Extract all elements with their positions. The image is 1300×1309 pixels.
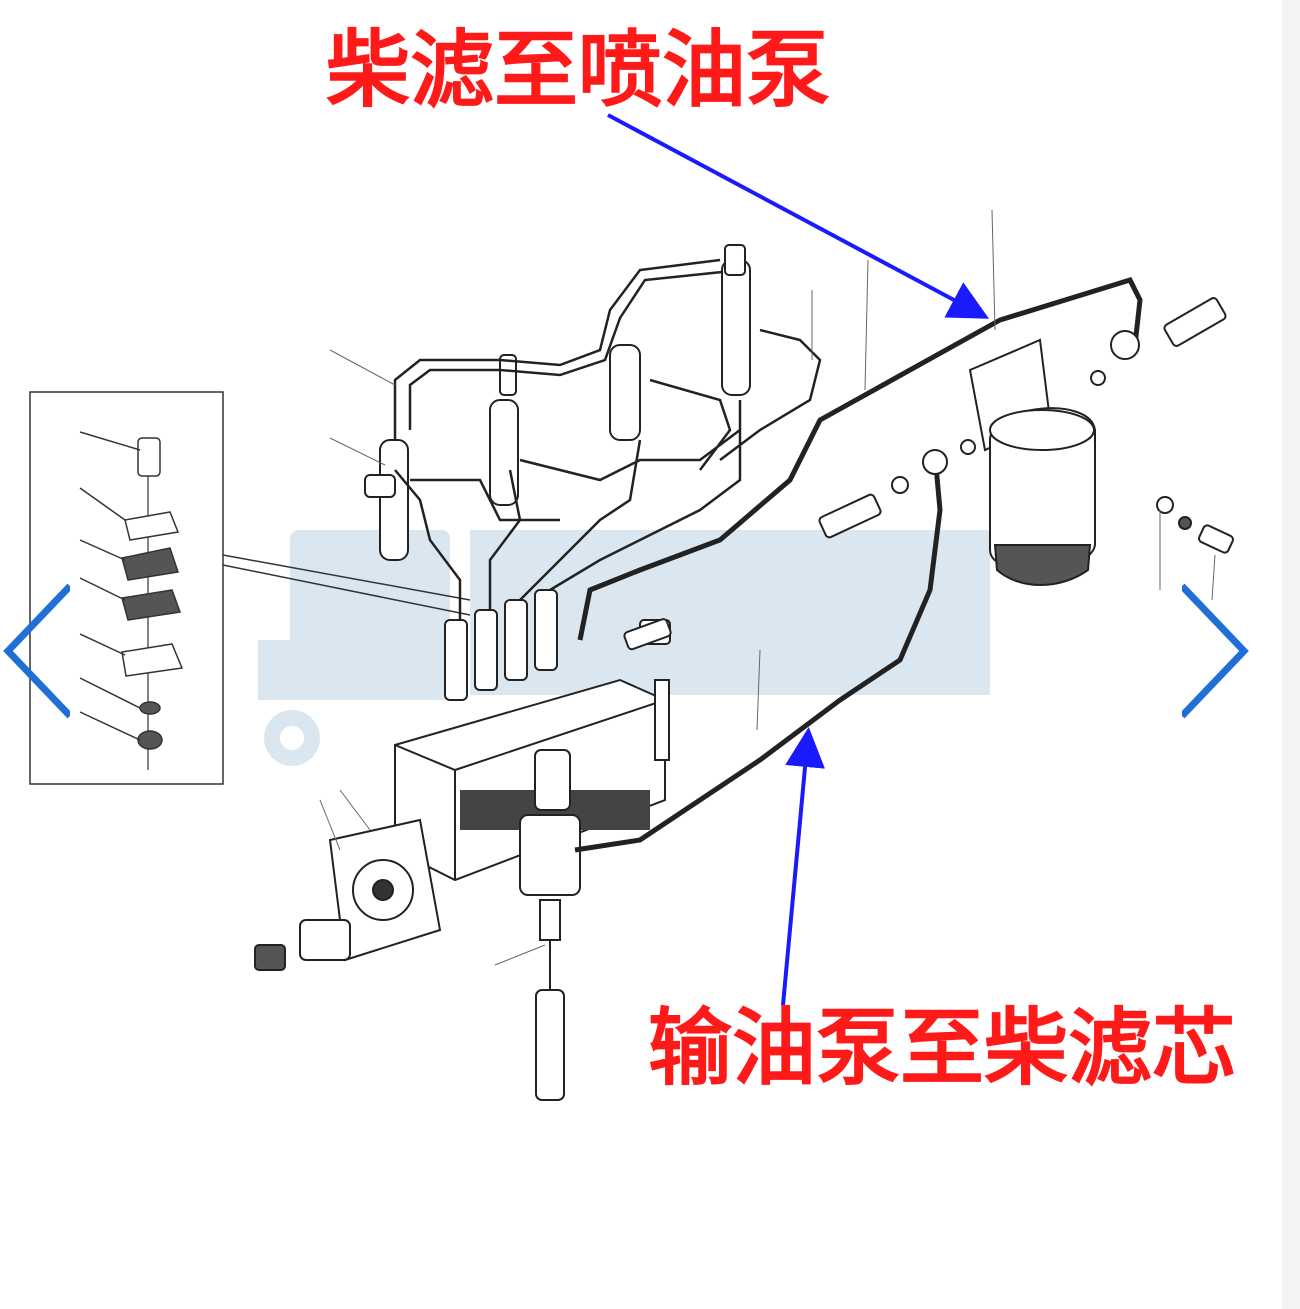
prev-image-button[interactable] [0, 576, 73, 726]
next-image-button[interactable] [1179, 576, 1252, 726]
injectors [364, 244, 751, 561]
arrow-filter-to-pump [607, 113, 990, 319]
pipe-filter-to-pump [577, 276, 1143, 641]
fuel-filter [623, 297, 1234, 651]
watermark-logo [258, 530, 990, 766]
arrow-transfer-pump [781, 727, 825, 1006]
label-transfer-pump-to-filter: 输油泵至柴滤芯 [648, 999, 1237, 1097]
chevron-right-icon [1179, 583, 1249, 719]
right-edge-strip [1282, 0, 1300, 1309]
pipe-transfer-pump-to-filter [574, 454, 943, 853]
part-leader-lines [319, 209, 1216, 966]
injection-pump [254, 678, 666, 1101]
low-pressure-pipes [574, 276, 1143, 853]
chevron-left-icon [3, 583, 73, 719]
label-filter-to-injection-pump: 柴滤至喷油泵 [326, 21, 831, 119]
high-pressure-pipes [393, 258, 822, 620]
inset-detail-box [29, 391, 471, 785]
